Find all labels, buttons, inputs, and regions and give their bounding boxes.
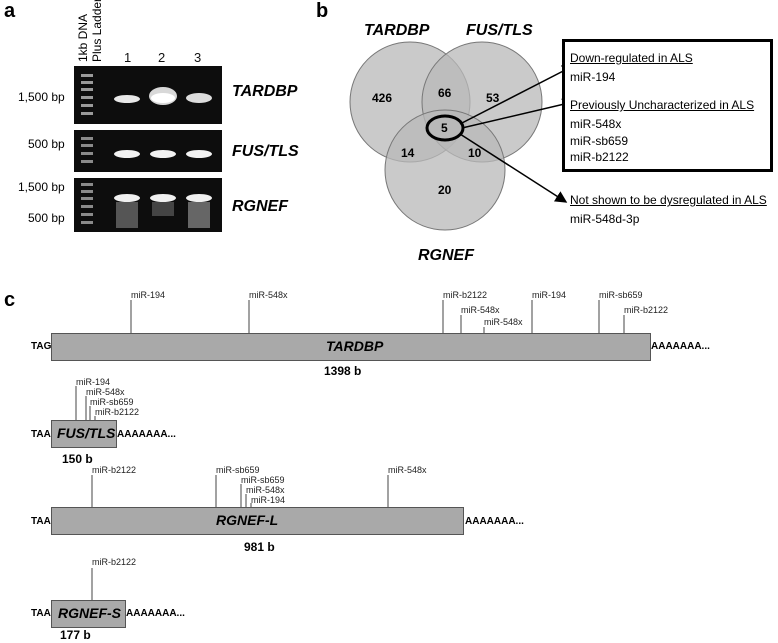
venn-count-fus-rgnef: 10 <box>468 146 482 160</box>
legend-uncharacterized-item: miR-548x <box>570 117 622 131</box>
polya-tail-label: AAAAAAA... <box>465 516 524 527</box>
venn-count-all-three: 5 <box>441 121 448 135</box>
mir-site-label: miR-548x <box>86 387 125 397</box>
mir-site-label: miR-548x <box>388 465 427 475</box>
venn-count-rgnef-only: 20 <box>438 183 452 197</box>
arrow-to-legend-top <box>459 65 575 125</box>
mir-site-label: miR-b2122 <box>443 290 488 300</box>
utr-name-label: FUS/TLS <box>57 425 116 441</box>
utr-bar-fus <box>51 420 117 448</box>
mir-site-label: miR-sb659 <box>90 397 134 407</box>
utr-bar-rgnef-s <box>51 600 126 628</box>
mir-site-label: miR-b2122 <box>92 465 137 475</box>
utr-length-label: 177 b <box>60 628 91 642</box>
mir-site-label: miR-548x <box>461 305 500 315</box>
legend-down-item: miR-194 <box>570 70 616 84</box>
mir-site-label: miR-b2122 <box>92 557 137 567</box>
gel-fus-bands <box>81 137 212 163</box>
utr-bar-tardbp <box>51 333 651 361</box>
bp-marker: 500 bp <box>28 211 65 225</box>
gel-tardbp-bands <box>81 74 212 115</box>
lane-number: 1 <box>124 50 132 65</box>
bp-marker: 1,500 bp <box>18 180 65 194</box>
mir-site-label: miR-sb659 <box>599 290 643 300</box>
legend-uncharacterized-item: miR-b2122 <box>570 150 629 164</box>
panel-c-letter: c <box>4 289 16 311</box>
stop-codon-label: TAG <box>31 341 52 352</box>
venn-count-tardbp-rgnef: 14 <box>401 146 415 160</box>
mir-site-label: miR-548x <box>484 317 523 327</box>
mir-site-label: miR-sb659 <box>241 475 285 485</box>
venn-count-fus-only: 53 <box>486 91 500 105</box>
utr-length-label: 1398 b <box>324 364 362 378</box>
legend-down-head: Down-regulated in ALS <box>570 51 693 65</box>
gel-fus <box>74 130 222 172</box>
bp-marker: 1,500 bp <box>18 90 65 104</box>
gel-rgnef-bands <box>81 183 212 228</box>
panel-a-letter: a <box>4 0 16 22</box>
mir-site-label: miR-b2122 <box>95 407 140 417</box>
mir-site-label: miR-194 <box>532 290 567 300</box>
gel-gene-label: RGNEF <box>232 198 288 215</box>
polya-tail-label: AAAAAAA... <box>126 608 185 619</box>
mir-site-label: miR-548x <box>246 485 285 495</box>
venn-diagram <box>349 41 543 231</box>
venn-circle-rgnef <box>384 109 506 231</box>
legend-uncharacterized-head: Previously Uncharacterized in ALS <box>570 98 755 112</box>
not-shown-head: Not shown to be dysregulated in ALS <box>570 193 767 207</box>
mir-site-label: miR-b2122 <box>624 305 669 315</box>
lane-number: 3 <box>194 50 202 65</box>
arrow-to-legend-mid <box>461 98 575 129</box>
utr-length-label: 150 b <box>62 452 93 466</box>
utr-name-label: TARDBP <box>326 338 384 354</box>
mir-site-label: miR-194 <box>251 495 286 505</box>
mir-site-label: miR-194 <box>76 377 111 387</box>
arrow-to-not-shown <box>459 133 568 203</box>
mir-site-label: miR-548x <box>249 290 288 300</box>
utr-bar-rgnef-l <box>51 507 464 535</box>
venn-set-label-tardbp: TARDBP <box>364 22 430 39</box>
gel-rgnef <box>74 178 222 232</box>
gel-gene-label: FUS/TLS <box>232 143 299 160</box>
stop-codon-label: TAA <box>31 429 51 440</box>
stop-codon-label: TAA <box>31 608 51 619</box>
utr-name-label: RGNEF-L <box>216 512 279 528</box>
lane-number: 2 <box>158 50 166 65</box>
stop-codon-label: TAA <box>31 516 51 527</box>
venn-set-label-fus: FUS/TLS <box>466 22 533 39</box>
legend-box <box>562 39 773 172</box>
utr-name-label: RGNEF-S <box>58 605 121 621</box>
venn-set-label-rgnef: RGNEF <box>418 247 474 264</box>
not-shown-item: miR-548d-3p <box>570 212 640 226</box>
polya-tail-label: AAAAAAA... <box>117 429 176 440</box>
polya-tail-label: AAAAAAA... <box>651 341 710 352</box>
mir-site-label: miR-sb659 <box>216 465 260 475</box>
gel-tardbp <box>74 66 222 124</box>
venn-count-tardbp-only: 426 <box>372 91 393 105</box>
gel-gene-label: TARDBP <box>232 83 298 100</box>
mir-site-label: miR-194 <box>131 290 166 300</box>
legend-uncharacterized-item: miR-sb659 <box>570 134 629 148</box>
venn-count-tardbp-fus: 66 <box>438 86 452 100</box>
bp-marker: 500 bp <box>28 137 65 151</box>
utr-length-label: 981 b <box>244 540 275 554</box>
panel-b-letter: b <box>316 0 329 22</box>
